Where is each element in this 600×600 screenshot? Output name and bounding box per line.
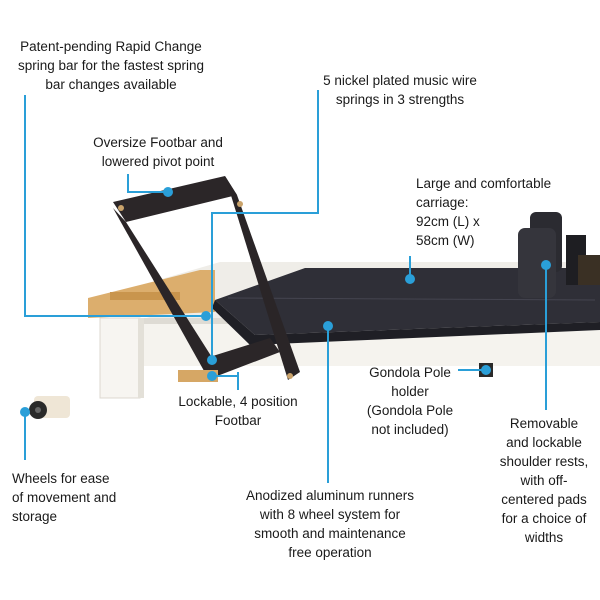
callout-spring-bar: Patent-pending Rapid Change spring bar f… xyxy=(17,39,205,92)
callout-springs: 5 nickel plated music wire springs in 3 … xyxy=(323,73,477,107)
footbar xyxy=(113,176,300,380)
spring-bar-wood xyxy=(88,270,215,318)
carriage xyxy=(212,268,600,345)
callout-footbar: Oversize Footbar and lowered pivot point xyxy=(93,135,223,169)
callout-wheels: Wheels for ease of movement and storage xyxy=(12,471,117,524)
callout-shoulder-rests: Removable and lockable shoulder rests, w… xyxy=(499,416,589,545)
callout-carriage: Large and comfortable carriage: 92cm (L)… xyxy=(416,176,552,248)
callout-runners: Anodized aluminum runners with 8 wheel s… xyxy=(245,488,415,560)
callout-footbar-position: Lockable, 4 position Footbar xyxy=(178,394,298,428)
wheel xyxy=(29,396,70,419)
callout-gondola: Gondola Pole holder (Gondola Pole not in… xyxy=(366,365,454,437)
